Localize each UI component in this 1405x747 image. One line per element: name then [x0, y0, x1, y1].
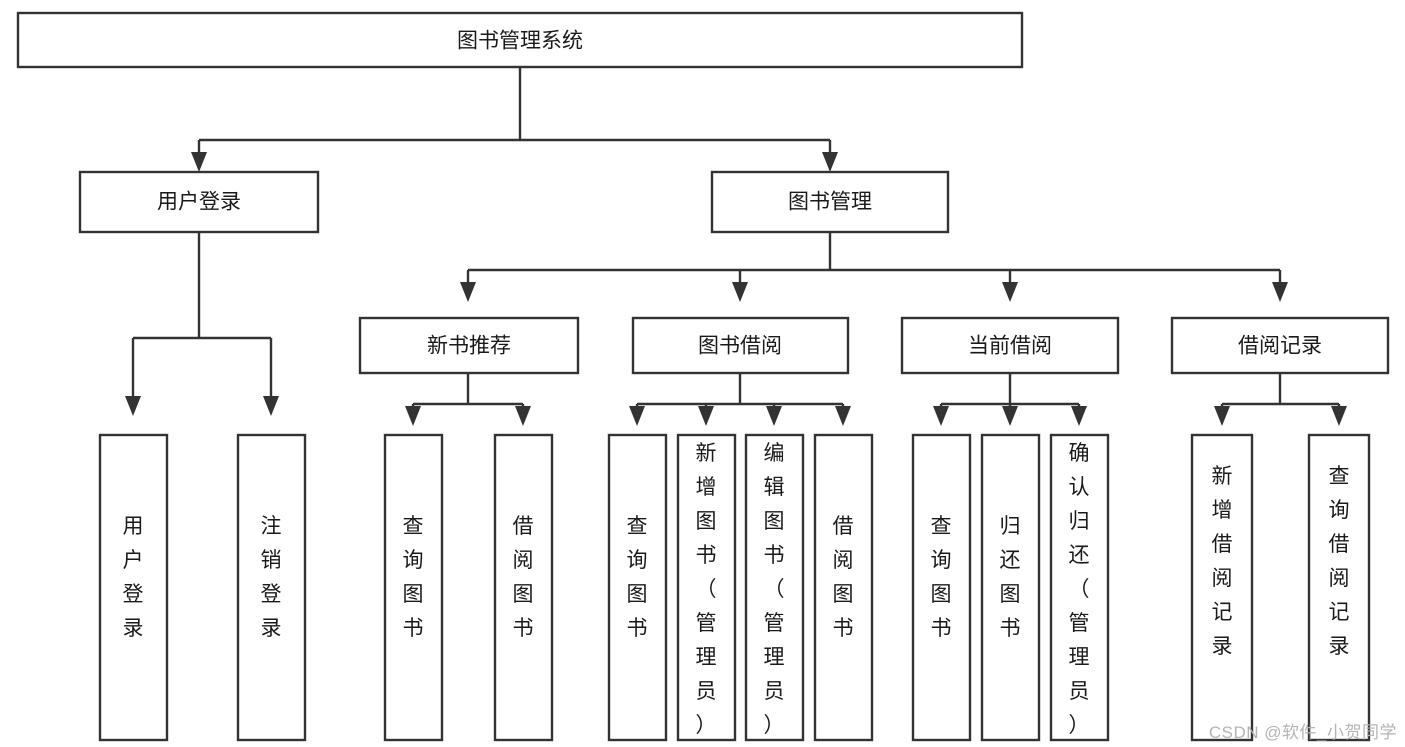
- leaf-node[interactable]: 注销登录: [236, 433, 307, 742]
- node-borrow-record-label: 借阅记录: [1238, 335, 1322, 358]
- connector-layer: [125, 67, 1347, 426]
- node-book-management[interactable]: 图书管理: [710, 170, 950, 234]
- node-new-book-recommend-label: 新书推荐: [427, 335, 511, 358]
- leaf-label: 用户登录: [123, 515, 144, 640]
- connector-group-new-book: [405, 373, 531, 426]
- node-root[interactable]: 图书管理系统: [16, 11, 1024, 69]
- node-root-label: 图书管理系统: [457, 30, 583, 53]
- leaf-node[interactable]: 查询图书: [911, 433, 972, 742]
- node-book-borrow-label: 图书借阅: [698, 335, 782, 358]
- leaf-label: 查询借阅记录: [1329, 465, 1350, 658]
- leaf-node[interactable]: 借阅图书: [493, 433, 554, 742]
- leaf-node[interactable]: 归还图书: [980, 433, 1041, 742]
- leaf-label: 归还图书: [1000, 515, 1021, 640]
- leaf-label: 编辑图书（管理员）: [764, 442, 785, 737]
- leaf-label: 借阅图书: [513, 515, 534, 640]
- leaf-label: 借阅图书: [833, 515, 854, 640]
- node-borrow-record[interactable]: 借阅记录: [1170, 316, 1390, 375]
- node-new-book-recommend[interactable]: 新书推荐: [358, 316, 580, 375]
- leaf-label: 查询图书: [931, 515, 952, 640]
- connector-group-borrow: [629, 373, 851, 426]
- leaf-node[interactable]: 查询图书: [607, 433, 668, 742]
- leaf-label: 新增图书（管理员）: [696, 442, 717, 737]
- node-current-borrow-label: 当前借阅: [968, 335, 1052, 358]
- leaf-node[interactable]: 确认归还（管理员）: [1049, 433, 1110, 742]
- connector-group-borrow-record: [1214, 373, 1347, 426]
- connector-group-user-login: [125, 232, 279, 416]
- leaf-node[interactable]: 借阅图书: [813, 433, 874, 742]
- connector-level2-to-level3: [460, 232, 1288, 302]
- leaf-node[interactable]: 查询借阅记录: [1307, 433, 1371, 742]
- leaf-node[interactable]: 编辑图书（管理员）: [744, 433, 805, 742]
- node-user-login[interactable]: 用户登录: [78, 170, 320, 234]
- leaf-node[interactable]: 用户登录: [98, 433, 169, 742]
- node-book-borrow[interactable]: 图书借阅: [631, 316, 850, 375]
- leaf-node[interactable]: 查询图书: [383, 433, 444, 742]
- leaf-label: 新增借阅记录: [1212, 465, 1233, 658]
- leaf-node[interactable]: 新增借阅记录: [1190, 433, 1254, 742]
- leaf-label: 查询图书: [403, 515, 424, 640]
- node-current-borrow[interactable]: 当前借阅: [900, 316, 1120, 375]
- node-book-management-label: 图书管理: [788, 191, 872, 214]
- leaf-label: 查询图书: [627, 515, 648, 640]
- leaf-label: 注销登录: [261, 515, 282, 640]
- connector-root-to-level2: [191, 67, 838, 172]
- leaf-label: 确认归还（管理员）: [1069, 442, 1090, 737]
- node-user-login-label: 用户登录: [157, 191, 241, 214]
- connector-group-current-borrow: [933, 373, 1087, 426]
- leaf-node[interactable]: 新增图书（管理员）: [676, 433, 737, 742]
